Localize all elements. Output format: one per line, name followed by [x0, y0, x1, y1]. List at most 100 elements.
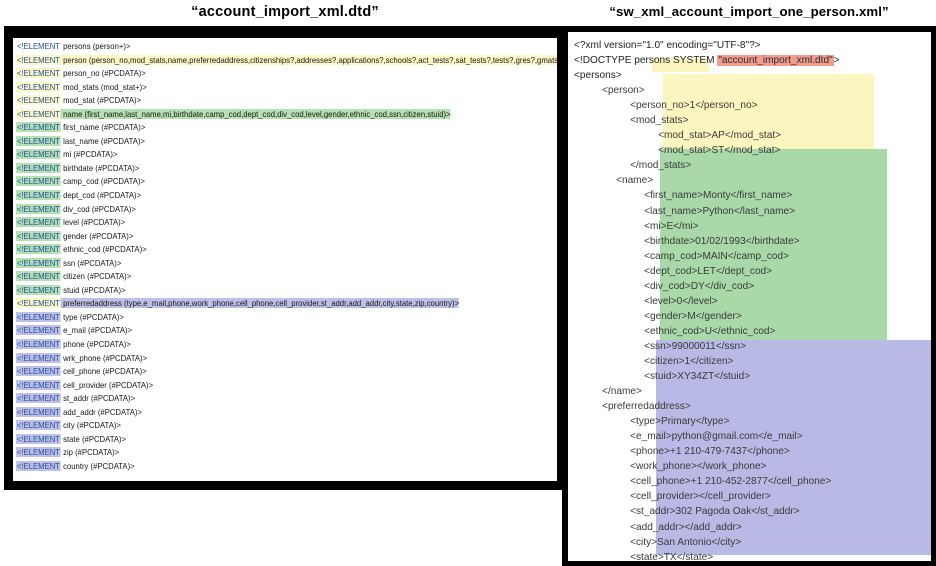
- xml-code-line: <work_phone></work_phone>: [574, 459, 931, 474]
- xml-code-line: <person>: [574, 83, 931, 98]
- dtd-keyword-token: <!ELEMENT: [16, 433, 61, 444]
- dtd-keyword-token: <!ELEMENT: [16, 108, 61, 119]
- dtd-keyword-token: <!ELEMENT: [16, 149, 61, 160]
- xml-line-text: <ssn>99000011</ssn>: [574, 340, 747, 352]
- dtd-element-line: <!ELEMENT name (first_name,last_name,mi,…: [16, 108, 519, 122]
- xml-line-text: <e_mail>python@gmail.com</e_mail>: [574, 431, 803, 443]
- xml-code-sheet: <?xml version="1.0" encoding="UTF-8"?> <!…: [568, 32, 931, 561]
- highlight-block-preferredaddress: [656, 340, 931, 555]
- xml-code-line: <cell_phone>+1 210-452-2877</cell_phone>: [574, 474, 931, 489]
- xml-panel-caption: “sw_xml_account_import_one_person.xml”: [609, 4, 889, 19]
- dtd-element-line: <!ELEMENT dept_cod (#PCDATA)>: [16, 189, 519, 203]
- xml-line-text: <cell_phone>+1 210-452-2877</cell_phone>: [574, 476, 832, 488]
- xml-line-text: <dept_cod>LET</dept_cod>: [574, 265, 773, 277]
- dtd-keyword-token: <!ELEMENT: [16, 95, 61, 106]
- dtd-element-line: <!ELEMENT ethnic_cod (#PCDATA)>: [16, 243, 519, 257]
- xml-line-text: <ethnic_cod>U</ethnic_cod>: [574, 325, 776, 337]
- dtd-element-line: <!ELEMENT cell_phone (#PCDATA)>: [16, 365, 519, 379]
- dtd-keyword-token: <!ELEMENT: [16, 298, 61, 309]
- xml-line-text: </name>: [574, 386, 642, 398]
- dtd-keyword-token: <!ELEMENT: [16, 257, 61, 268]
- dtd-code-listing: <!ELEMENT persons (person+)><!ELEMENT pe…: [16, 40, 557, 474]
- xml-line-text: <preferredaddress>: [574, 401, 691, 413]
- dtd-keyword-token: <!ELEMENT: [16, 162, 61, 173]
- dtd-declaration-body: level (#PCDATA)>: [60, 217, 126, 228]
- dtd-keyword-token: <!ELEMENT: [16, 190, 61, 201]
- dtd-panel-caption: “account_import_xml.dtd”: [191, 4, 379, 20]
- xml-code-line: <dept_cod>LET</dept_cod>: [574, 264, 931, 279]
- xml-code-line: </name>: [574, 384, 931, 399]
- xml-code-line: <gender>M</gender>: [574, 309, 931, 324]
- xml-line-text: <mi>E</mi>: [574, 220, 699, 232]
- dtd-element-line: <!ELEMENT ssn (#PCDATA)>: [16, 257, 519, 271]
- dtd-declaration-body: mod_stat (#PCDATA)>: [60, 95, 142, 106]
- xml-code-line: <mod_stats>: [574, 113, 931, 128]
- dtd-element-line: <!ELEMENT level (#PCDATA)>: [16, 216, 519, 230]
- dtd-element-line: <!ELEMENT e_mail (#PCDATA)>: [16, 324, 519, 338]
- dtd-element-line: <!ELEMENT country (#PCDATA)>: [16, 460, 519, 474]
- xml-code-line: <birthdate>01/02/1993</birthdate>: [574, 234, 931, 249]
- dtd-declaration-body: zip (#PCDATA)>: [60, 447, 120, 458]
- dtd-keyword-token: <!ELEMENT: [16, 41, 61, 51]
- highlight-block-person: [652, 58, 709, 72]
- dtd-element-line: <!ELEMENT gender (#PCDATA)>: [16, 230, 519, 244]
- dtd-declaration-body: cell_phone (#PCDATA)>: [60, 366, 147, 377]
- dtd-declaration-body: stuid (#PCDATA)>: [60, 284, 126, 295]
- dtd-element-line: <!ELEMENT add_addr (#PCDATA)>: [16, 406, 519, 420]
- xml-code-line: <persons>: [574, 68, 931, 83]
- xml-line-text-tail: >: [833, 55, 840, 67]
- xml-line-text: <?xml version="1.0" encoding="UTF-8"?>: [574, 40, 761, 51]
- xml-code-line: <mod_stat>AP</mod_stat>: [574, 128, 931, 143]
- dtd-declaration-body: camp_cod (#PCDATA)>: [60, 176, 145, 187]
- dtd-keyword-token: <!ELEMENT: [16, 230, 61, 241]
- xml-line-text: <birthdate>01/02/1993</birthdate>: [574, 235, 800, 247]
- dtd-keyword-token: <!ELEMENT: [16, 325, 61, 336]
- dtd-keyword-token: <!ELEMENT: [16, 393, 61, 404]
- xml-line-text: <work_phone></work_phone>: [574, 461, 767, 473]
- xml-line-text: <phone>+1 210-479-7437</phone>: [574, 446, 790, 458]
- xml-line-text: <person_no>1</person_no>: [574, 100, 758, 112]
- dtd-keyword-token: <!ELEMENT: [16, 420, 61, 431]
- dtd-keyword-token: <!ELEMENT: [16, 284, 61, 295]
- dtd-keyword-token: <!ELEMENT: [16, 311, 61, 322]
- dtd-keyword-token: <!ELEMENT: [16, 406, 61, 417]
- dtd-element-line: <!ELEMENT mod_stat (#PCDATA)>: [16, 94, 519, 108]
- xml-line-text: <level>0</level>: [574, 295, 718, 307]
- xml-line-text: <citizen>1</citizen>: [574, 355, 734, 367]
- dtd-declaration-body: e_mail (#PCDATA)>: [60, 325, 133, 336]
- dtd-declaration-body: birthdate (#PCDATA)>: [60, 162, 140, 173]
- dtd-element-line: <!ELEMENT phone (#PCDATA)>: [16, 338, 519, 352]
- dtd-declaration-body: ssn (#PCDATA)>: [60, 257, 122, 268]
- dtd-element-line: <!ELEMENT persons (person+)>: [16, 40, 519, 54]
- dtd-declaration-body: citizen (#PCDATA)>: [60, 271, 132, 282]
- xml-code-line: <type>Primary</type>: [574, 414, 931, 429]
- xml-code-line: <mod_stat>ST</mod_stat>: [574, 143, 931, 158]
- dtd-keyword-token: <!ELEMENT: [16, 352, 61, 363]
- dtd-declaration-body: persons (person+)>: [60, 41, 131, 51]
- dtd-declaration-body: type (#PCDATA)>: [60, 311, 124, 322]
- dtd-element-line: <!ELEMENT person_no (#PCDATA)>: [16, 67, 519, 81]
- dtd-element-line: <!ELEMENT div_cod (#PCDATA)>: [16, 203, 519, 217]
- dtd-element-line: <!ELEMENT zip (#PCDATA)>: [16, 446, 519, 460]
- dtd-element-line: <!ELEMENT state (#PCDATA)>: [16, 433, 519, 447]
- xml-code-line: <st_addr>302 Pagoda Oak</st_addr>: [574, 504, 931, 519]
- dtd-element-line: <!ELEMENT preferredaddress (type,e_mail,…: [16, 297, 519, 311]
- dtd-keyword-token: <!ELEMENT: [16, 68, 61, 79]
- dtd-element-line: <!ELEMENT st_addr (#PCDATA)>: [16, 392, 519, 406]
- xml-code-line: <name>: [574, 173, 931, 188]
- xml-code-line: <!DOCTYPE persons SYSTEM "account_import…: [574, 53, 931, 68]
- dtd-keyword-token: <!ELEMENT: [16, 460, 61, 471]
- dtd-declaration-body: st_addr (#PCDATA)>: [60, 393, 136, 404]
- xml-code-line: </mod_stats>: [574, 158, 931, 173]
- xml-code-line: <add_addr></add_addr>: [574, 520, 931, 535]
- dtd-element-line: <!ELEMENT first_name (#PCDATA)>: [16, 121, 519, 135]
- xml-line-text: <mod_stat>AP</mod_stat>: [574, 130, 782, 142]
- xml-line-text: <state>TX</state>: [574, 551, 714, 561]
- dtd-declaration-body: gender (#PCDATA)>: [60, 230, 134, 241]
- xml-panel: <?xml version="1.0" encoding="UTF-8"?> <!…: [562, 26, 936, 566]
- dtd-code-sheet: <!ELEMENT persons (person+)><!ELEMENT pe…: [13, 38, 557, 481]
- dtd-keyword-token: <!ELEMENT: [16, 122, 61, 133]
- highlight-block-name: [660, 149, 887, 349]
- xml-line-text: <last_name>Python</last_name>: [574, 205, 796, 217]
- dtd-declaration-body: ethnic_cod (#PCDATA)>: [60, 244, 147, 255]
